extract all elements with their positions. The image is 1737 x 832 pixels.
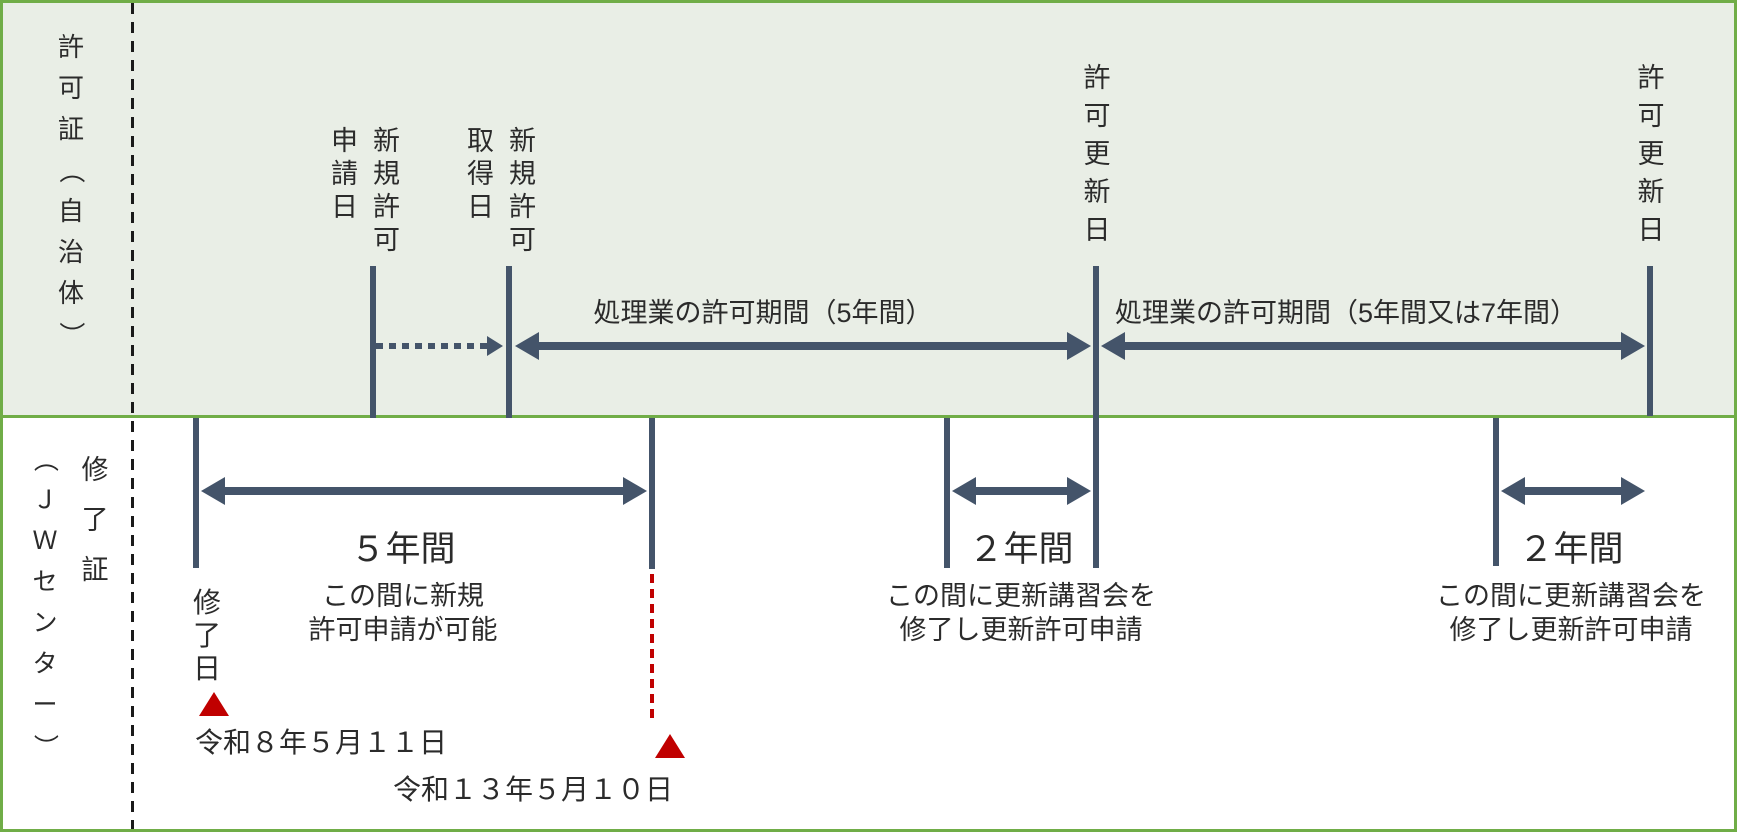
tick-2year-start-1 [944,418,950,568]
application-date-label: 申請日 新規許可 [330,125,401,257]
arrow-head-right [1067,477,1091,505]
new-permit-col-1: 新規許可 [373,126,400,255]
application-date-col: 申請日 [331,126,358,222]
two-year-window-text-1: ２年間 この間に更新講習会を 修了し更新許可申請 [871,527,1171,647]
tick-renewal-date-2 [1647,266,1653,416]
tick-5year-end [649,418,655,569]
arrow-head-right [1067,332,1091,360]
acquisition-date-label: 取得日 新規許可 [466,125,537,257]
deadline-date-value: 令和１３年５月１０日 [393,774,674,805]
two-year-title-1: ２年間 [968,530,1074,569]
five-year-window-arrow [201,477,647,505]
arrow-head-left [1501,477,1525,505]
start-dashed-line [131,3,134,829]
two-year-caption-2a: この間に更新講習会を [1436,581,1706,611]
date-marker-triangle-1 [199,692,229,716]
arrow-head-left [1101,332,1125,360]
five-year-caption-1: この間に新規 [322,581,484,611]
five-year-caption-2: 許可申請が可能 [308,615,498,645]
completion-date-label: 修了日 [192,587,221,684]
new-permit-col-2: 新規許可 [509,126,536,255]
five-year-window-text: ５年間 この間に新規 許可申請が可能 [253,527,553,647]
arrow-shaft [1121,342,1625,350]
permit-period-label-2: 処理業の許可期間（5年間又は7年間） [1115,298,1578,328]
tick-renewal-date-1 [1093,266,1099,568]
dotted-arrow-head [487,336,503,356]
arrow-head-right [623,477,647,505]
two-year-window-arrow-2 [1501,477,1645,505]
permit-section-label: 許可証（自治体） [56,32,87,348]
arrow-head-left [952,477,976,505]
application-to-acquisition-dotted-arrow [376,336,503,356]
arrow-shaft [970,487,1073,495]
renewal-date-label-1: 許可更新日 [1083,63,1111,245]
acquisition-date-col: 取得日 [467,126,494,222]
tick-2year-start-2 [1493,418,1499,566]
dotted-arrow-shaft [376,343,490,349]
date-marker-triangle-2 [655,734,685,758]
two-year-title-2: ２年間 [1518,530,1624,569]
two-year-window-arrow-1 [952,477,1091,505]
two-year-window-text-2: ２年間 この間に更新講習会を 修了し更新許可申請 [1421,527,1721,647]
arrow-shaft [1519,487,1627,495]
five-year-title: ５年間 [350,530,456,569]
two-year-caption-2b: 修了し更新許可申請 [1449,615,1693,645]
completion-section-label-cert: 修了証 [81,455,109,585]
permit-period-label-1: 処理業の許可期間（5年間） [593,298,933,328]
two-year-caption-1b: 修了し更新許可申請 [899,615,1143,645]
tick-application-date [370,266,376,418]
tick-completion-date [193,418,199,568]
arrow-shaft [221,487,627,495]
permit-period-arrow-2 [1101,332,1645,360]
arrow-head-right [1621,477,1645,505]
renewal-date-label-2: 許可更新日 [1637,63,1665,245]
tick-acquisition-date [506,266,512,418]
permit-period-arrow-1 [515,332,1091,360]
arrow-head-left [515,332,539,360]
arrow-shaft [535,342,1071,350]
completion-date-value: 令和８年５月１１日 [195,727,448,758]
arrow-head-right [1621,332,1645,360]
two-year-caption-1a: この間に更新講習会を [886,581,1156,611]
arrow-head-left [201,477,225,505]
deadline-dashed-line [650,574,654,724]
